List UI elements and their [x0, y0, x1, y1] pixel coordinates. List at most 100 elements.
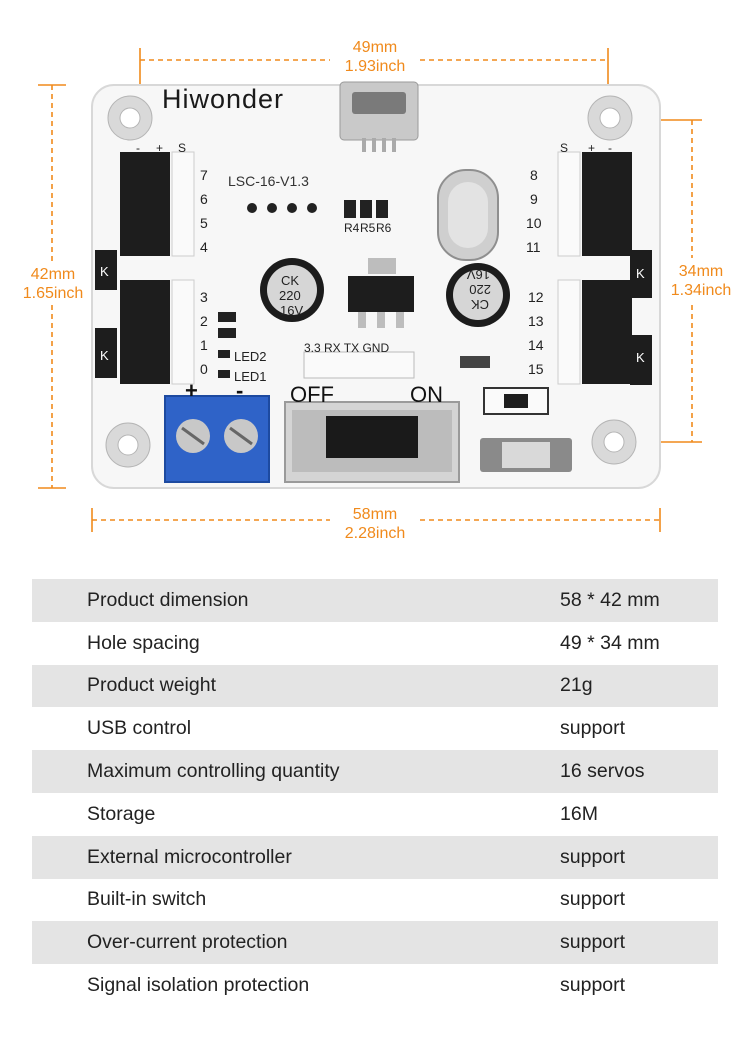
right-header-sign-plus: +	[588, 141, 595, 155]
right-dimension-inch: 1.34inch	[670, 282, 732, 299]
pin-label: 15	[528, 361, 544, 377]
bottom-dimension-mm: 58mm	[352, 506, 398, 523]
spec-value: support	[560, 931, 626, 954]
pin-label: 5	[200, 215, 208, 231]
pin-label: 1	[200, 337, 208, 353]
right-header-sign-s: S	[560, 141, 568, 155]
top-dimension-inch: 1.93inch	[344, 58, 406, 75]
spec-row: Built-in switch support	[32, 879, 718, 922]
left-header-bottom	[120, 279, 195, 385]
k-label: K	[100, 348, 109, 363]
pin-label: 7	[200, 167, 208, 183]
spec-value: 16 servos	[560, 760, 645, 783]
spec-value: support	[560, 888, 626, 911]
left-dimension-mm: 42mm	[30, 266, 76, 283]
bottom-dimension-label: 58mm 2.28inch	[330, 505, 420, 543]
uart-label: 3.3 RX TX GND	[304, 341, 389, 355]
capacitor-text-16v: 16V	[467, 267, 490, 282]
left-header-sign-minus: -	[136, 141, 140, 155]
regulator-icon	[348, 258, 414, 328]
pin-label: 12	[528, 289, 544, 305]
k-label: K	[636, 350, 645, 365]
right-dimension-mm: 34mm	[678, 263, 724, 280]
resistor-icon	[344, 200, 388, 218]
spec-label: Storage	[87, 802, 156, 825]
spec-row: Product dimension 58 * 42 mm	[32, 579, 718, 622]
smd-component-icon	[460, 356, 490, 368]
right-header-sign-minus: -	[608, 141, 612, 155]
spec-value: 49 * 34 mm	[560, 631, 660, 654]
fuse-icon	[483, 387, 549, 415]
switch-on-label: ON	[410, 382, 443, 407]
pin-label: 0	[200, 361, 208, 377]
pin-label: 9	[530, 191, 538, 207]
terminal-plus-label: +	[185, 378, 198, 403]
pin-label: 3	[200, 289, 208, 305]
spec-row: Signal isolation protection support	[32, 964, 718, 1007]
pin-label: 6	[200, 191, 208, 207]
led1-label: LED1	[234, 369, 267, 384]
reset-button-icon	[480, 438, 572, 472]
spec-row: Storage 16M	[32, 793, 718, 836]
led2-label: LED2	[234, 349, 267, 364]
pin-label: 4	[200, 239, 208, 255]
spec-label: Maximum controlling quantity	[87, 760, 340, 783]
spec-row: USB control support	[32, 707, 718, 750]
capacitor-text-16v: 16V	[280, 303, 303, 318]
spec-value: support	[560, 845, 626, 868]
k-label: K	[636, 266, 645, 281]
spec-value: 21g	[560, 674, 593, 697]
usb-port-icon	[339, 81, 419, 152]
left-header-sign-s: S	[178, 141, 186, 155]
spec-row: Hole spacing 49 * 34 mm	[32, 622, 718, 665]
left-header-top	[120, 151, 195, 257]
pin-label: 14	[528, 337, 544, 353]
board-model: LSC-16-V1.3	[228, 173, 309, 189]
capacitor-text-ck: CK	[471, 297, 489, 312]
mounting-hole-icon	[105, 95, 637, 468]
crystal-icon	[437, 169, 499, 261]
spec-label: Product dimension	[87, 588, 249, 611]
spec-row: Over-current protection support	[32, 921, 718, 965]
board-illustration: Hiwonder LSC-16-V1.3 R4 R5 R6	[38, 48, 702, 532]
uart-header	[303, 351, 415, 379]
capacitor-icon	[260, 258, 510, 327]
capacitor-text-ck: CK	[281, 273, 299, 288]
switch-off-label: OFF	[290, 382, 334, 407]
dimension-lines	[38, 48, 702, 532]
spec-label: USB control	[87, 717, 192, 740]
top-dimension-mm: 49mm	[352, 39, 398, 56]
spec-label: Hole spacing	[87, 631, 200, 654]
spec-value: support	[560, 717, 626, 740]
spec-label: Signal isolation protection	[87, 974, 310, 997]
spec-row: External microcontroller support	[32, 835, 718, 879]
k-connector-icon	[95, 250, 652, 385]
resistor-label-r6: R6	[376, 221, 392, 235]
pads-icon	[247, 203, 317, 213]
bottom-dimension-inch: 2.28inch	[344, 525, 406, 542]
spec-row: Maximum controlling quantity 16 servos	[32, 750, 718, 793]
spec-label: Over-current protection	[87, 931, 288, 954]
capacitor-text-220: 220	[469, 282, 491, 297]
left-header-sign-plus: +	[156, 141, 163, 155]
pin-label: 2	[200, 313, 208, 329]
k-label: K	[100, 264, 109, 279]
left-dimension-label: 42mm 1.65inch	[8, 265, 98, 303]
spec-label: Built-in switch	[87, 888, 207, 911]
terminal-minus-label: -	[236, 378, 243, 403]
spec-label: Product weight	[87, 674, 216, 697]
resistor-label-r5: R5	[360, 221, 376, 235]
right-header-top	[557, 151, 632, 257]
top-dimension-label: 49mm 1.93inch	[330, 38, 420, 76]
spec-value: 16M	[560, 802, 598, 825]
capacitor-text-220: 220	[279, 288, 301, 303]
right-dimension-label: 34mm 1.34inch	[652, 262, 750, 300]
pin-label: 8	[530, 167, 538, 183]
spec-label: External microcontroller	[87, 845, 292, 868]
power-switch-icon	[284, 401, 460, 483]
brand-logo: Hiwonder	[162, 84, 284, 114]
pin-label: 10	[526, 215, 542, 231]
led-icon	[218, 312, 236, 378]
power-terminal-icon	[164, 395, 270, 483]
resistor-label-r4: R4	[344, 221, 360, 235]
